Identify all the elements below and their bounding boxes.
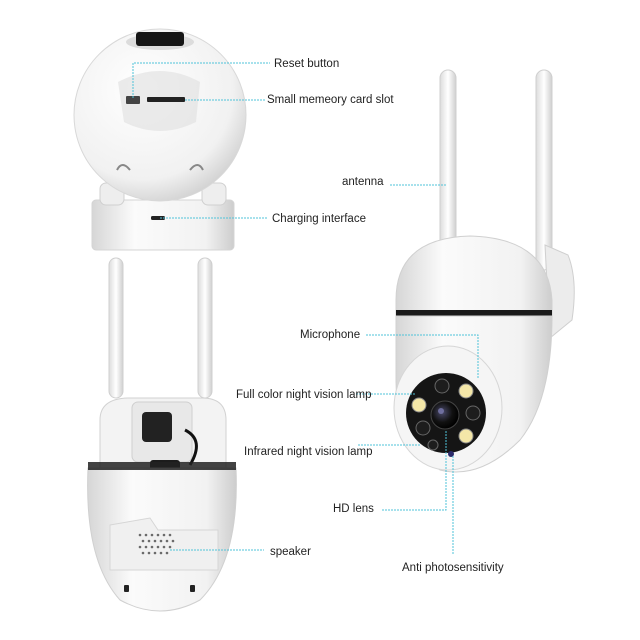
camera-back-view: [87, 257, 237, 612]
label-speaker: speaker: [270, 546, 311, 558]
camera-bottom-view: [73, 28, 247, 251]
callout-lines: [132, 62, 479, 555]
card-slot: [147, 97, 185, 102]
label-anti-photosensitivity: Anti photosensitivity: [402, 562, 504, 574]
base-block: [91, 199, 235, 251]
hd-lens: [430, 400, 460, 430]
antenna-left: [108, 257, 124, 399]
antenna-front-left: [439, 69, 457, 251]
charging-port: [151, 216, 165, 220]
top-lens-ring: [136, 32, 184, 46]
reset-hole: [126, 96, 140, 104]
camera-front-view: [393, 69, 575, 473]
label-antenna: antenna: [342, 176, 384, 188]
antenna-front-right: [535, 69, 553, 271]
photosensor: [448, 451, 454, 457]
label-full-color-lamp: Full color night vision lamp: [236, 389, 372, 401]
label-microphone: Microphone: [300, 329, 361, 341]
label-hd-lens: HD lens: [333, 503, 374, 515]
head-shell: [395, 235, 553, 321]
speaker-grille: [138, 533, 175, 555]
night-vision-leds: [411, 378, 481, 451]
label-charging-interface: Charging interface: [272, 213, 366, 225]
antenna-right: [197, 257, 213, 399]
label-reset-button: Reset button: [274, 58, 340, 70]
black-band: [396, 310, 552, 316]
label-memory-card-slot: Small memeory card slot: [267, 94, 394, 106]
label-infrared-lamp: Infrared night vision lamp: [244, 446, 373, 458]
